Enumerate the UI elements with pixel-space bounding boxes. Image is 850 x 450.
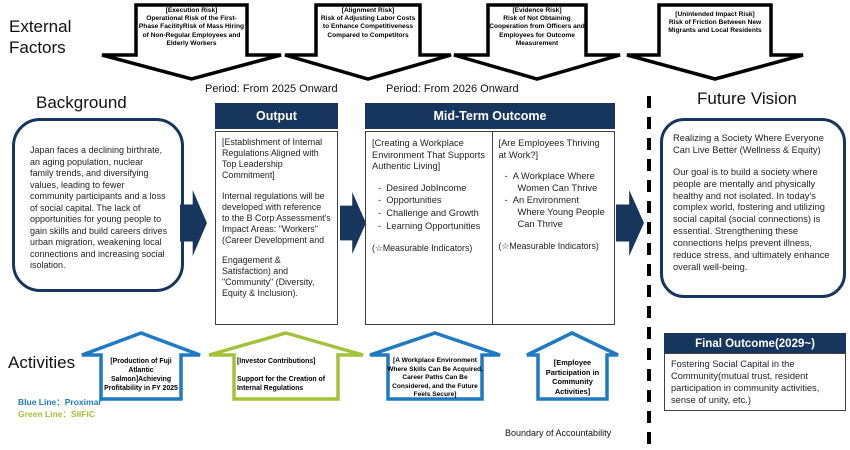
risk-title: [Execution Risk] bbox=[165, 7, 218, 14]
future-vision-box: Realizing a Society Where Everyone Can L… bbox=[660, 118, 846, 298]
risk-arrow-execution: [Execution Risk] Operational Risk of the… bbox=[100, 3, 283, 81]
future-vision-title: Realizing a Society Where Everyone Can L… bbox=[673, 133, 824, 155]
background-box: Japan faces a declining birthrate, an ag… bbox=[12, 118, 184, 292]
output-box: Output [Establishment of Internal Regula… bbox=[215, 103, 338, 325]
activity-arrow-salmon-production: [Production of Fuji Atlantic Salmon]Achi… bbox=[80, 331, 202, 401]
mid-term-column-workplace: [Creating a Workplace Environment That S… bbox=[365, 131, 493, 325]
activity-title: [Investor Contributions] bbox=[237, 358, 316, 365]
column-bullets: A Workplace Where Women Can Thrive An En… bbox=[499, 171, 608, 230]
down-arrow-icon bbox=[453, 3, 621, 81]
down-arrow-icon bbox=[626, 3, 804, 81]
bullet-item: Opportunities bbox=[378, 195, 486, 207]
risk-text: [Unintended Impact Risk] Risk of Frictio… bbox=[660, 11, 770, 36]
bullet-item: Learning Opportunities bbox=[378, 221, 486, 233]
flow-arrow-icon bbox=[180, 190, 207, 256]
measurable-indicators-note: (☆Measurable Indicators) bbox=[498, 241, 599, 252]
risk-title: [Alignment Risk] bbox=[341, 7, 395, 14]
output-header: Output bbox=[215, 103, 338, 129]
risk-body: Risk of Friction Between New Migrants an… bbox=[668, 19, 762, 35]
final-outcome-header: Final Outcome(2029~) bbox=[664, 333, 846, 353]
future-vision-label: Future Vision bbox=[697, 89, 797, 108]
accountability-boundary-line bbox=[647, 96, 651, 450]
risk-text: [Alignment Risk] Risk of Adjusting Labor… bbox=[317, 7, 419, 40]
column-bullets: Desired JobIncome Opportunities Challeng… bbox=[372, 183, 486, 232]
risk-title: [Evidence Risk] bbox=[512, 7, 562, 14]
activity-text: [Production of Fuji Atlantic Salmon]Achi… bbox=[104, 358, 178, 392]
period-2026-label: Period: From 2026 Onward bbox=[386, 83, 519, 95]
mid-term-header: Mid-Term Outcome bbox=[365, 103, 615, 129]
bullet-item: Desired JobIncome bbox=[378, 183, 486, 195]
output-body-2: Engagement & Satisfaction) and "Communit… bbox=[222, 255, 315, 299]
activity-text: [Employee Participation in Community Act… bbox=[545, 358, 600, 396]
risk-body: Risk of Adjusting Labor Costs to Enhance… bbox=[320, 15, 416, 39]
measurable-indicators-note: (☆Measurable Indicators) bbox=[372, 243, 473, 254]
bullet-item: Challenge and Growth bbox=[378, 208, 486, 220]
column-title: [Are Employees Thriving at Work?] bbox=[498, 138, 600, 160]
mid-term-column-thriving: [Are Employees Thriving at Work?] A Work… bbox=[491, 131, 615, 325]
legend-green-line: Green Line：SIIFIC bbox=[18, 409, 95, 420]
activity-arrow-community-participation: [Employee Participation in Community Act… bbox=[525, 331, 620, 401]
boundary-of-accountability-label: Boundary of Accountability bbox=[505, 428, 612, 438]
activities-legend: Blue Line：Proximar Green Line：SIIFIC bbox=[18, 396, 102, 421]
flow-arrow-icon bbox=[340, 192, 366, 254]
mid-term-outcome-box: Mid-Term Outcome [Creating a Workplace E… bbox=[365, 103, 615, 325]
risk-body: Operational Risk of the First-Phase Faci… bbox=[138, 15, 245, 47]
legend-blue-line: Blue Line：Proximar bbox=[18, 397, 102, 407]
up-arrow-icon bbox=[369, 331, 501, 401]
activity-body: Support for the Creation of Internal Reg… bbox=[237, 375, 326, 392]
activities-label: Activities bbox=[8, 353, 76, 372]
final-outcome-box: Final Outcome(2029~) Fostering Social Ca… bbox=[664, 333, 846, 411]
risk-title: [Unintended Impact Risk] bbox=[675, 11, 755, 18]
risk-body: Risk of Not Obtaining Cooperation from O… bbox=[489, 15, 585, 47]
down-arrow-icon bbox=[284, 3, 452, 81]
risk-arrow-unintended-impact: [Unintended Impact Risk] Risk of Frictio… bbox=[625, 3, 805, 81]
flow-arrow-icon bbox=[616, 190, 644, 256]
period-2025-label: Period: From 2025 Onward bbox=[205, 83, 338, 95]
background-label: Background bbox=[36, 93, 127, 112]
final-outcome-body: Fostering Social Capital in the Communit… bbox=[664, 353, 846, 411]
bullet-item: A Workplace Where Women Can Thrive bbox=[505, 171, 608, 194]
future-vision-body: Our goal is to build a society where peo… bbox=[673, 166, 830, 272]
up-arrow-icon bbox=[526, 331, 619, 401]
activity-arrow-investor-contributions: [Investor Contributions] Support for the… bbox=[207, 331, 365, 401]
bullet-item: An Environment Where Young People Can Th… bbox=[505, 195, 608, 230]
risk-arrow-evidence: [Evidence Risk] Risk of Not Obtaining Co… bbox=[452, 3, 622, 81]
activity-text: [A Workplace Environment Where Skills Ca… bbox=[387, 357, 483, 399]
output-body-1: Internal regulations will be developed w… bbox=[222, 191, 331, 246]
up-arrow-icon bbox=[81, 331, 201, 401]
output-title: [Establishment of Internal Regulations A… bbox=[222, 137, 323, 181]
risk-arrow-alignment: [Alignment Risk] Risk of Adjusting Labor… bbox=[283, 3, 453, 81]
column-title: [Creating a Workplace Environment That S… bbox=[372, 138, 486, 172]
risk-text: [Execution Risk] Operational Risk of the… bbox=[137, 7, 246, 48]
external-factors-label: External Factors bbox=[9, 17, 72, 58]
activity-arrow-workplace-environment: [A Workplace Environment Where Skills Ca… bbox=[368, 331, 502, 401]
risk-text: [Evidence Risk] Risk of Not Obtaining Co… bbox=[489, 7, 585, 48]
up-arrow-icon bbox=[208, 331, 364, 401]
down-arrow-icon bbox=[101, 3, 282, 81]
background-text: Japan faces a declining birthrate, an ag… bbox=[30, 145, 168, 271]
